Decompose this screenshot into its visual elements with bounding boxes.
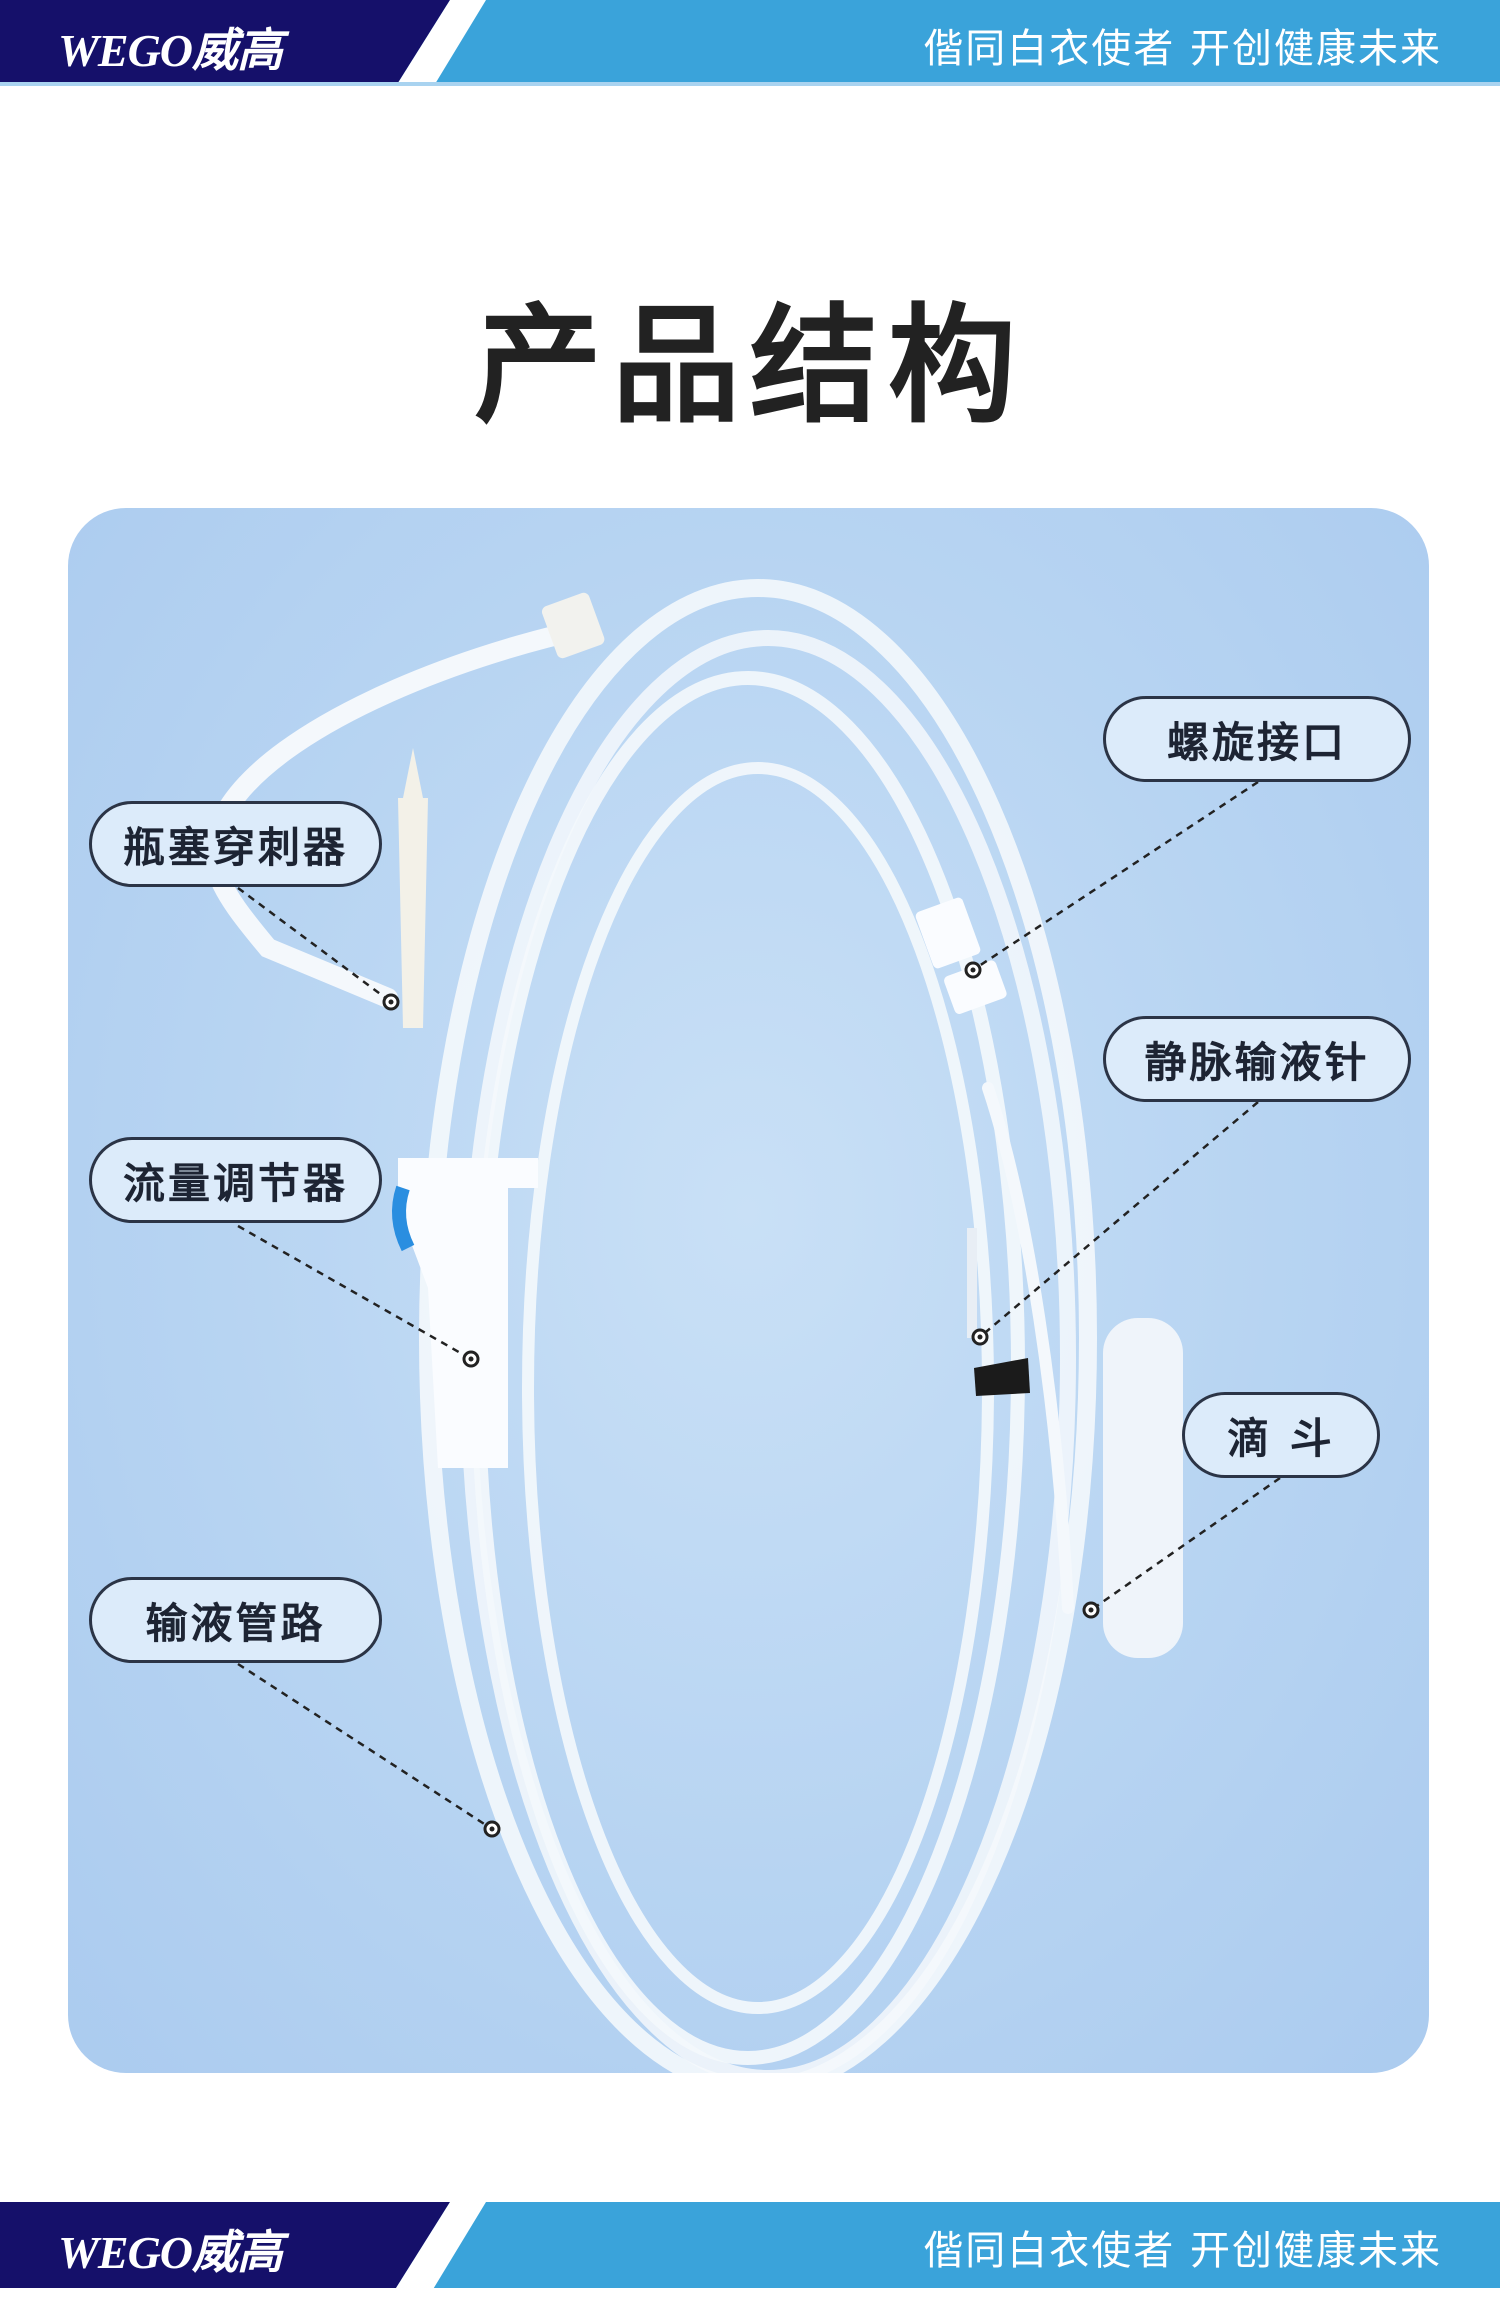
label-luer-connector: 螺旋接口 (1103, 696, 1411, 782)
page-title: 产品结构 (473, 292, 1026, 441)
label-drip-chamber: 滴 斗 (1182, 1392, 1380, 1478)
slogan: 偕同白衣使者 开创健康未来 (923, 2228, 1442, 2274)
header-banner: WEGO威高 偕同白衣使者 开创健康未来 (0, 0, 1500, 86)
banner-navy (0, 0, 450, 86)
banner-navy (0, 2202, 450, 2288)
label-tubing: 输液管路 (89, 1577, 382, 1663)
infusion-set-illustration (204, 579, 1281, 2073)
brand-logo: WEGO威高 (58, 2227, 283, 2278)
spike-icon (398, 748, 428, 1028)
luer-connector-icon (915, 897, 981, 969)
needle-wing-icon (974, 1358, 1030, 1396)
slogan: 偕同白衣使者 开创健康未来 (923, 26, 1442, 72)
product-diagram: 瓶塞穿刺器 流量调节器 输液管路 螺旋接口 静脉输液针 滴 斗 (68, 508, 1429, 2073)
label-iv-needle: 静脉输液针 (1103, 1016, 1411, 1102)
flow-regulator-icon (398, 1158, 538, 1468)
footer-banner: WEGO威高 偕同白衣使者 开创健康未来 (0, 2202, 1500, 2288)
end-cap (541, 592, 605, 659)
brand-logo: WEGO威高 (58, 25, 283, 76)
banner-line (0, 82, 1500, 86)
drip-chamber-icon (1103, 1318, 1183, 1658)
label-flow-regulator: 流量调节器 (89, 1137, 382, 1223)
label-spike: 瓶塞穿刺器 (89, 801, 382, 887)
